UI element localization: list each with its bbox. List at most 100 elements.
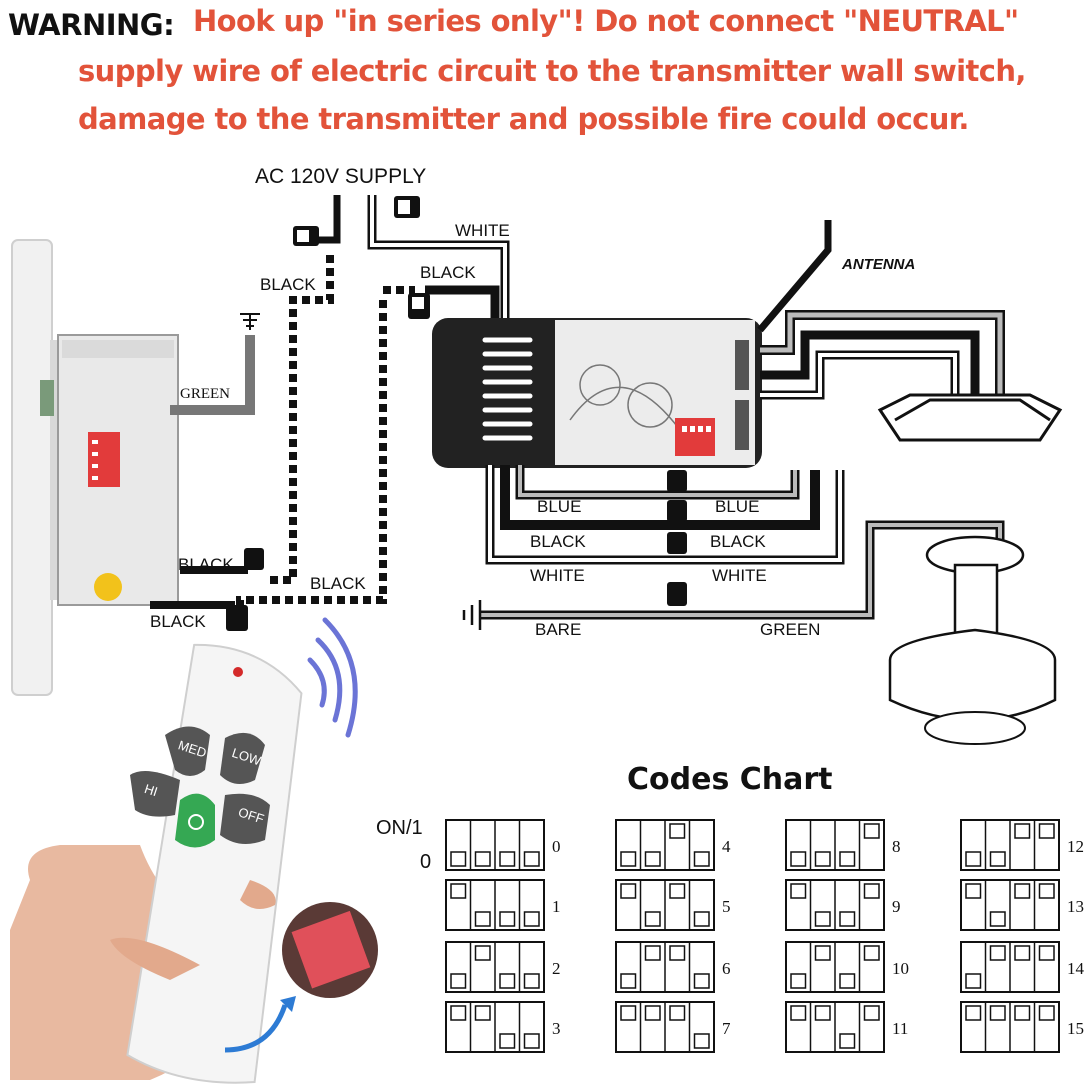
- dip-switch-off: [644, 911, 661, 927]
- label-white-top: WHITE: [455, 221, 510, 240]
- med-button[interactable]: MED: [165, 726, 210, 777]
- green-wire-left: [170, 335, 255, 415]
- remote-dip-switch-inset: [224, 902, 378, 1053]
- ground-symbol-bare: [462, 600, 482, 630]
- off-label: 0: [420, 851, 431, 873]
- hi-button[interactable]: HI: [130, 771, 180, 817]
- warning-line-2: supply wire of electric circuit to the t…: [78, 54, 1026, 88]
- dip-switch-on: [1038, 883, 1055, 899]
- supply-black: [318, 195, 341, 244]
- code-9: 9: [785, 879, 901, 931]
- dip-switch-on: [965, 1005, 982, 1021]
- wall-switch: [11, 239, 179, 696]
- dip-switch-on: [644, 1005, 661, 1021]
- light-button[interactable]: [175, 793, 215, 848]
- code-5: 5: [615, 879, 731, 931]
- code-number: 13: [1067, 897, 1084, 916]
- dip-switch-off: [523, 851, 540, 867]
- supply-label: AC 120V SUPPLY: [255, 165, 426, 188]
- dip-switch-on: [1038, 945, 1055, 961]
- dip-switch-off: [499, 973, 516, 989]
- dip-switch-on: [1038, 1005, 1055, 1021]
- codes-chart-title: Codes Chart: [627, 762, 833, 797]
- dip-switch-on: [790, 1005, 807, 1021]
- label-black-left: BLACK: [260, 275, 316, 294]
- dip-switch-off: [450, 973, 467, 989]
- code-8: 8: [785, 819, 901, 871]
- dip-switch-on: [620, 883, 637, 899]
- dip-switch-on: [989, 1005, 1006, 1021]
- dotted-black-wires: [236, 255, 415, 612]
- code-2: 2: [445, 941, 561, 993]
- signal-waves-icon: [307, 617, 358, 738]
- dip-switch-off: [523, 973, 540, 989]
- label-white-right: WHITE: [712, 566, 767, 585]
- label-blue-left: BLUE: [537, 497, 581, 516]
- dip-switch-on: [1014, 945, 1031, 961]
- warning-line-3: damage to the transmitter and possible f…: [78, 102, 969, 136]
- code-7: 7: [615, 1001, 731, 1053]
- code-number: 3: [552, 1019, 561, 1038]
- dip-switch-on: [669, 823, 686, 839]
- code-0: 0: [445, 819, 561, 871]
- code-number: 2: [552, 959, 561, 978]
- code-1: 1: [445, 879, 561, 931]
- receiver-black-in: [425, 285, 500, 320]
- code-6: 6: [615, 941, 731, 993]
- code-12: 12: [960, 819, 1084, 871]
- code-4: 4: [615, 819, 731, 871]
- code-number: 7: [722, 1019, 731, 1038]
- dip-switch-off: [523, 1033, 540, 1049]
- dip-switch-off: [693, 973, 710, 989]
- dip-switch-off: [693, 1033, 710, 1049]
- dip-switch-on: [989, 945, 1006, 961]
- code-number: 1: [552, 897, 561, 916]
- dip-switch-on: [790, 883, 807, 899]
- dip-switch-on: [1014, 1005, 1031, 1021]
- dip-switch-off: [839, 973, 856, 989]
- warning-line-1: Hook up "in series only"! Do not connect…: [193, 4, 1019, 38]
- code-number: 14: [1067, 959, 1085, 978]
- dip-switch-on: [450, 883, 467, 899]
- low-button[interactable]: LOW: [220, 732, 265, 784]
- code-number: 4: [722, 837, 731, 856]
- dip-switch-on: [669, 1005, 686, 1021]
- dip-switch-off: [839, 911, 856, 927]
- supply-white-outline: [367, 195, 510, 320]
- dip-switch-on: [814, 945, 831, 961]
- off-button[interactable]: OFF: [220, 793, 270, 844]
- dip-switch-on: [814, 1005, 831, 1021]
- lightbulb-icon: [188, 814, 204, 830]
- antenna-wire: [757, 220, 832, 333]
- antenna-label: ANTENNA: [841, 256, 915, 273]
- dip-switch-on: [1038, 823, 1055, 839]
- ceiling-fan: [877, 393, 1063, 745]
- dip-switch-on: [863, 823, 880, 839]
- code-number: 5: [722, 897, 731, 916]
- code-11: 11: [785, 1001, 908, 1053]
- code-number: 9: [892, 897, 901, 916]
- dip-switch-off: [814, 851, 831, 867]
- dip-switch-off: [450, 851, 467, 867]
- label-black-mid-right: BLACK: [710, 532, 766, 551]
- code-number: 0: [552, 837, 561, 856]
- dip-switch-on: [965, 883, 982, 899]
- label-black-top: BLACK: [420, 263, 476, 282]
- dip-switch-off: [839, 851, 856, 867]
- dip-switch-off: [693, 911, 710, 927]
- ground-symbol-left: [240, 313, 260, 330]
- label-bare: BARE: [535, 620, 581, 639]
- fan-receiver: [432, 318, 762, 468]
- code-15: 15: [960, 1001, 1084, 1053]
- dip-switch-off: [790, 973, 807, 989]
- dip-switch-off: [644, 851, 661, 867]
- dip-switch-on: [474, 1005, 491, 1021]
- dip-switch-off: [523, 911, 540, 927]
- code-number: 12: [1067, 837, 1084, 856]
- label-black-bottom: BLACK: [310, 574, 366, 593]
- dip-switch-on: [669, 883, 686, 899]
- code-number: 8: [892, 837, 901, 856]
- code-number: 15: [1067, 1019, 1084, 1038]
